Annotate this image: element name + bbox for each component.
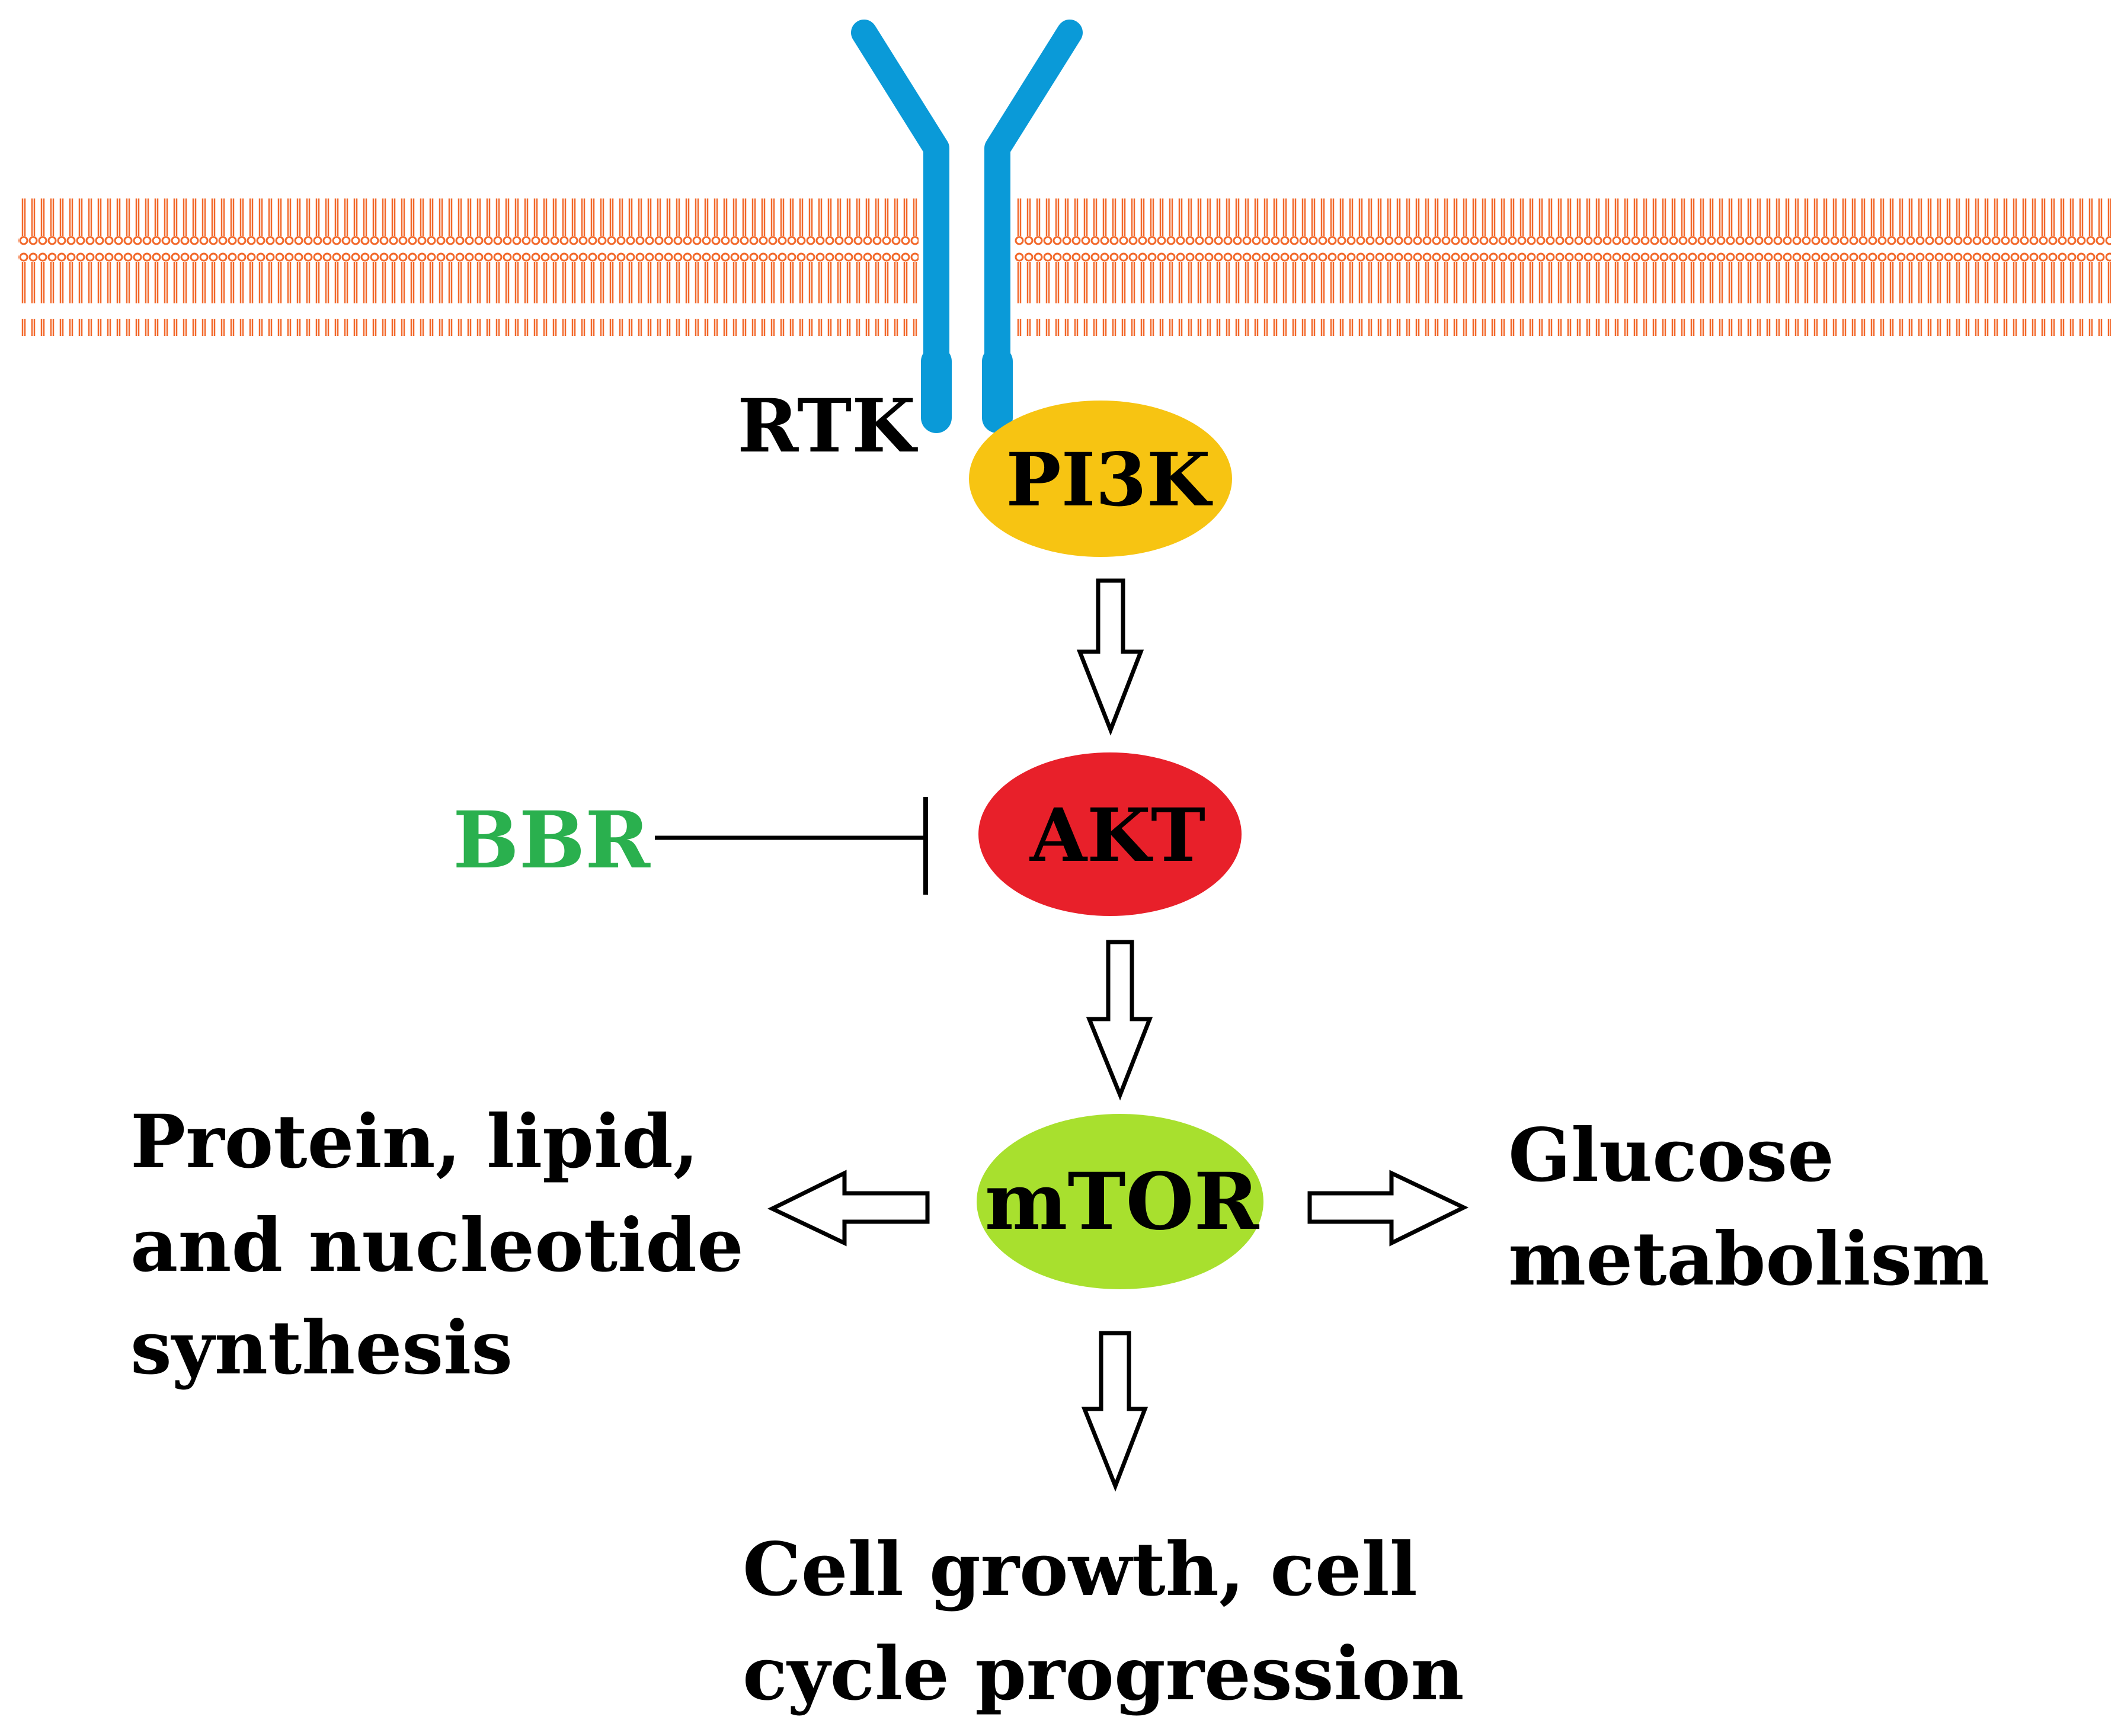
bottom-outcome-line: Cell growth, cell [743, 1527, 1418, 1613]
arrow-mtor-to-right-icon [1307, 1170, 1469, 1247]
akt-node: AKT [978, 752, 1242, 916]
pi3k-ellipse [969, 401, 1232, 557]
bbr-inhibition: BBR [453, 795, 928, 895]
left-outcome-text: Protein, lipid, and nucleotide synthesis [130, 1099, 744, 1391]
mtor-ellipse [977, 1114, 1263, 1289]
rtk-right-arm [984, 20, 1083, 374]
akt-label: AKT [1029, 793, 1205, 879]
akt-ellipse [978, 752, 1242, 916]
cell-membrane [18, 198, 2111, 336]
arrow-pi3k-to-akt-icon [1076, 578, 1144, 736]
bottom-outcome-line: cycle progression [743, 1631, 1464, 1717]
left-outcome-line: Protein, lipid, [130, 1099, 699, 1185]
mtor-label: mTOR [985, 1156, 1260, 1248]
arrow-mtor-to-bottom-icon [1081, 1331, 1149, 1492]
pi3k-label: PI3K [1006, 437, 1213, 523]
rtk-left-arm [851, 20, 949, 374]
membrane-right-segment [1015, 198, 2111, 336]
pi3k-node: PI3K [969, 401, 1232, 557]
right-outcome-text: Glucose metabolism [1508, 1113, 1989, 1302]
right-outcome-line: Glucose [1508, 1113, 1834, 1199]
left-outcome-line: and nucleotide [130, 1203, 744, 1289]
mtor-node: mTOR [977, 1114, 1263, 1289]
rtk-label: RTK [737, 383, 918, 469]
rtk-receptor-icon [851, 20, 1083, 433]
bottom-outcome-text: Cell growth, cell cycle progression [743, 1527, 1464, 1717]
right-outcome-line: metabolism [1508, 1216, 1989, 1302]
left-outcome-line: synthesis [130, 1305, 513, 1391]
membrane-left-segment [18, 198, 919, 336]
bbr-label: BBR [453, 795, 651, 886]
arrow-akt-to-mtor-icon [1086, 940, 1153, 1101]
arrow-mtor-to-left-icon [767, 1170, 930, 1247]
